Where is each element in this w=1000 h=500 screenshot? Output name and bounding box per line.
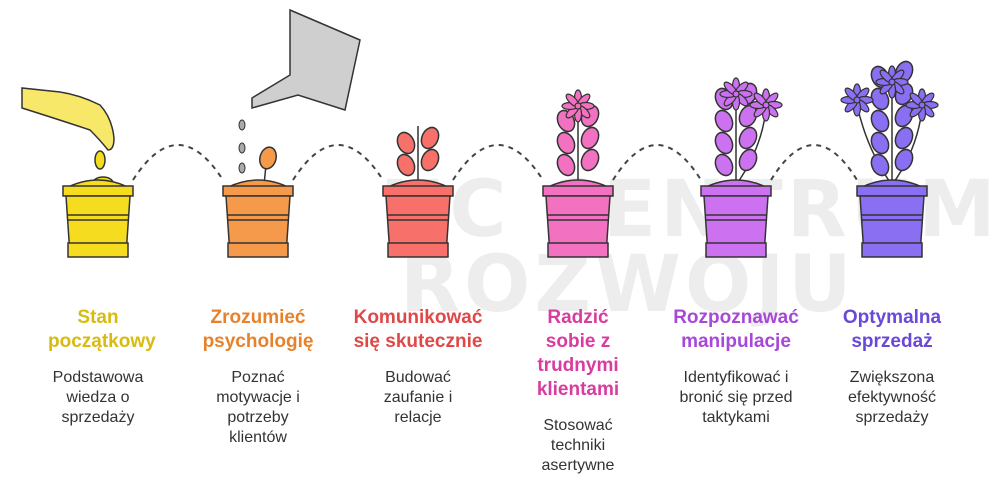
stage-description: Budować zaufanie i relacje: [383, 369, 453, 426]
stage-title: Rozpoznawać manipulacje: [673, 307, 799, 352]
stage-title: Radzić sobie z trudnymi klientami: [536, 307, 620, 400]
stage-title: Zrozumieć psychologię: [202, 307, 314, 352]
hand-dropping-seeds-icon: [21, 87, 115, 190]
watermark-line2: ROZWOJU: [400, 240, 856, 330]
stage-description: Zwiększona efektywność sprzedaży: [847, 369, 937, 426]
dashed-connector: [292, 144, 384, 181]
stage-title: Stan początkowy: [48, 307, 156, 352]
dashed-connector: [132, 144, 224, 181]
full-bloom-plant-icon: [840, 60, 939, 186]
pot-hand-dropping-seeds: [21, 87, 134, 258]
flowering-plant-icon: [556, 89, 600, 185]
dashed-connector: [770, 144, 858, 181]
dashed-connector: [612, 144, 702, 181]
stage-title: Komunikować się skutecznie: [353, 307, 483, 352]
stage-description: Identyfikować i bronić się przed taktyka…: [679, 369, 793, 426]
stage-description: Poznać motywacje i potrzeby klientów: [216, 369, 300, 446]
pot-flowering-plant: [542, 89, 614, 258]
stage-title: Optymalna sprzedaż: [842, 307, 942, 352]
bushy-flowering-plant-icon: [714, 77, 783, 186]
small-plant-icon: [396, 126, 440, 185]
pot-small-plant: [382, 126, 454, 258]
pot-full-bloom-plant: [840, 60, 939, 258]
stage-description: Stosować techniki asertywne: [541, 417, 615, 474]
pot-bushy-flowering-plant: [700, 77, 783, 258]
watering-can-sprout-icon: [238, 8, 361, 186]
dashed-connector: [452, 144, 544, 181]
pot-watering-can-sprout: [222, 8, 361, 258]
stage-description: Podstawowa wiedza o sprzedaży: [52, 369, 144, 426]
